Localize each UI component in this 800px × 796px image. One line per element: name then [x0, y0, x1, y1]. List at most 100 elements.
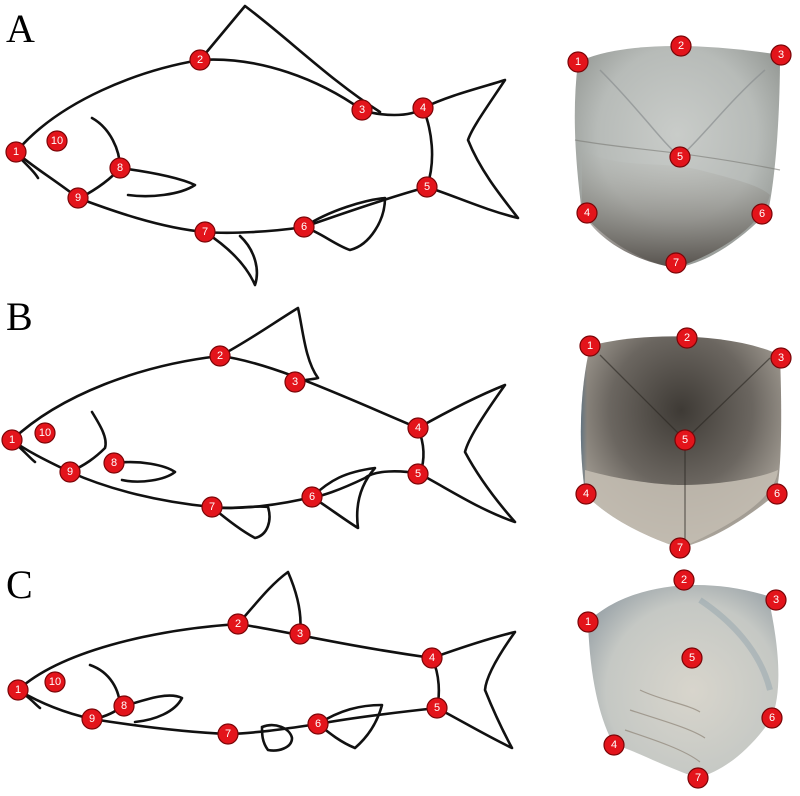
- svg-text:4: 4: [415, 422, 421, 434]
- svg-text:7: 7: [677, 542, 683, 554]
- scale-landmark-1: 1: [577, 611, 599, 633]
- landmark-7: 7: [201, 496, 223, 518]
- landmark-9: 9: [59, 461, 81, 483]
- landmark-6: 6: [307, 713, 329, 735]
- landmark-6: 6: [301, 486, 323, 508]
- svg-text:3: 3: [292, 376, 298, 388]
- scale-landmark-7: 7: [665, 252, 687, 274]
- landmark-9: 9: [81, 708, 103, 730]
- svg-text:2: 2: [217, 350, 223, 362]
- svg-text:4: 4: [584, 207, 590, 219]
- landmark-1: 1: [7, 679, 29, 701]
- scale-landmark-3: 3: [770, 347, 792, 369]
- svg-text:5: 5: [415, 468, 421, 480]
- scale-landmark-2: 2: [673, 569, 695, 591]
- scale-landmark-1: 1: [579, 335, 601, 357]
- landmark-5: 5: [407, 463, 429, 485]
- svg-text:4: 4: [583, 488, 589, 500]
- scale-landmark-5: 5: [674, 429, 696, 451]
- landmark-10: 10: [46, 130, 68, 152]
- panel-letter: C: [6, 562, 33, 607]
- landmark-6: 6: [293, 216, 315, 238]
- svg-text:7: 7: [695, 772, 701, 784]
- svg-text:3: 3: [778, 49, 784, 61]
- svg-text:5: 5: [682, 434, 688, 446]
- landmark-5: 5: [416, 176, 438, 198]
- landmark-10: 10: [44, 671, 66, 693]
- landmark-1: 1: [5, 141, 27, 163]
- scale-landmarks: 1 2 3 4 5 6 7: [575, 327, 792, 559]
- svg-text:8: 8: [121, 700, 127, 712]
- panel-letter: B: [6, 294, 33, 339]
- scale-landmark-1: 1: [567, 51, 589, 73]
- landmark-4: 4: [407, 417, 429, 439]
- fish-landmarks: 1 2 3 4 5 6 7 8 9 10: [7, 613, 448, 745]
- scale-landmark-6: 6: [766, 483, 788, 505]
- svg-text:7: 7: [673, 257, 679, 269]
- landmark-5: 5: [426, 697, 448, 719]
- svg-text:1: 1: [15, 684, 21, 696]
- scale-landmark-7: 7: [687, 767, 709, 789]
- svg-text:4: 4: [420, 102, 426, 114]
- panel-letter: A: [6, 6, 35, 51]
- landmark-4: 4: [421, 647, 443, 669]
- svg-text:10: 10: [51, 135, 63, 147]
- svg-text:5: 5: [689, 652, 695, 664]
- scale-landmarks: 1 2 3 4 5 6 7: [567, 35, 792, 274]
- svg-text:5: 5: [677, 151, 683, 163]
- scale-photo: 1 2 3 4 5 6 7: [567, 35, 792, 274]
- scale-landmark-2: 2: [676, 327, 698, 349]
- landmark-7: 7: [217, 723, 239, 745]
- svg-text:4: 4: [429, 652, 435, 664]
- landmark-3: 3: [284, 371, 306, 393]
- svg-text:6: 6: [309, 491, 315, 503]
- landmark-2: 2: [189, 49, 211, 71]
- scale-landmark-5: 5: [681, 647, 703, 669]
- scale-landmark-3: 3: [765, 589, 787, 611]
- svg-text:3: 3: [778, 352, 784, 364]
- svg-text:6: 6: [759, 208, 765, 220]
- scale-photo: 1 2 3 4 5 6 7: [575, 327, 792, 559]
- fish-landmarks: 1 2 3 4 5 6 7 8 9 10: [5, 49, 438, 243]
- svg-text:10: 10: [49, 676, 61, 688]
- landmark-9: 9: [67, 187, 89, 209]
- svg-text:1: 1: [13, 146, 19, 158]
- panel-b: B 1 2 3 4 5 6 7 8 9 10: [1, 294, 792, 559]
- svg-text:2: 2: [678, 40, 684, 52]
- svg-text:7: 7: [209, 501, 215, 513]
- scale-landmark-2: 2: [670, 35, 692, 57]
- svg-text:3: 3: [359, 104, 365, 116]
- fish-landmarks: 1 2 3 4 5 6 7 8 9 10: [1, 345, 429, 518]
- svg-text:5: 5: [434, 702, 440, 714]
- svg-text:1: 1: [9, 434, 15, 446]
- svg-text:9: 9: [75, 192, 81, 204]
- landmark-3: 3: [351, 99, 373, 121]
- fish-outline: [10, 306, 517, 540]
- scale-landmark-6: 6: [761, 707, 783, 729]
- svg-text:3: 3: [773, 594, 779, 606]
- scale-landmark-3: 3: [770, 44, 792, 66]
- svg-text:2: 2: [684, 332, 690, 344]
- scale-landmark-7: 7: [669, 537, 691, 559]
- fish-outline: [14, 4, 520, 287]
- svg-text:3: 3: [297, 628, 303, 640]
- panel-a: A 1 2 3 4 5 6 7 8 9 10: [5, 4, 792, 287]
- svg-text:9: 9: [89, 713, 95, 725]
- svg-text:7: 7: [202, 226, 208, 238]
- svg-text:4: 4: [611, 739, 617, 751]
- landmark-7: 7: [194, 221, 216, 243]
- svg-text:9: 9: [67, 466, 73, 478]
- svg-text:6: 6: [769, 712, 775, 724]
- landmark-1: 1: [1, 429, 23, 451]
- svg-text:6: 6: [315, 718, 321, 730]
- svg-text:8: 8: [111, 457, 117, 469]
- svg-text:1: 1: [575, 56, 581, 68]
- scale-landmark-4: 4: [575, 483, 597, 505]
- landmark-10: 10: [34, 422, 56, 444]
- svg-text:6: 6: [774, 488, 780, 500]
- svg-text:6: 6: [301, 221, 307, 233]
- svg-text:2: 2: [235, 618, 241, 630]
- svg-text:5: 5: [424, 181, 430, 193]
- landmark-4: 4: [412, 97, 434, 119]
